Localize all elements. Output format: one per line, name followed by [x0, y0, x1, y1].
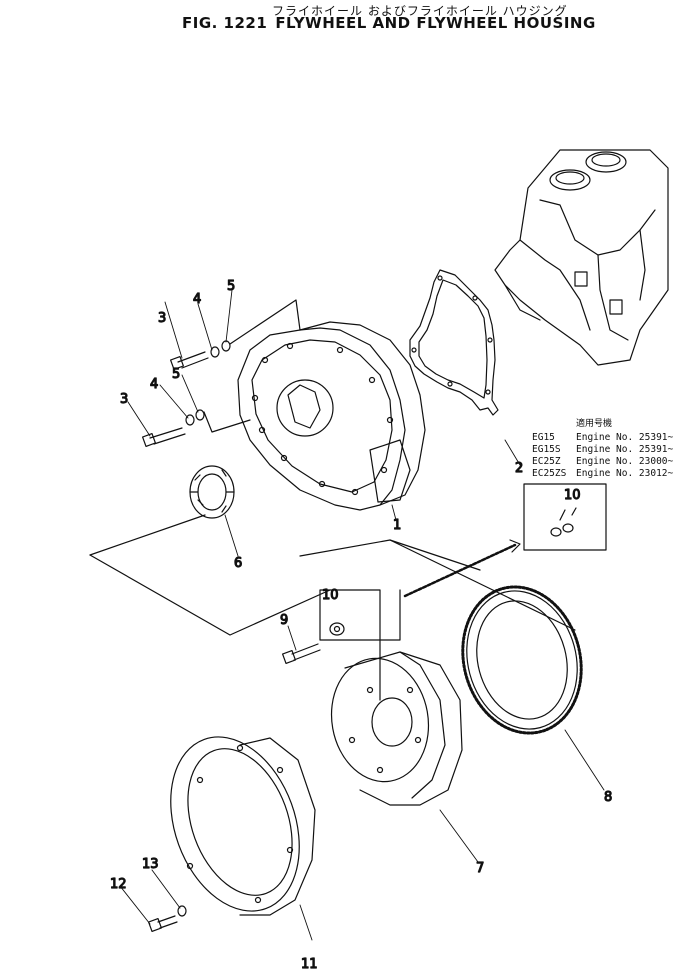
- callout-3-lower: 3: [120, 392, 128, 407]
- callout-10-box: 10: [564, 488, 581, 503]
- detail-box-upper: [523, 483, 607, 551]
- callout-3-upper: 3: [158, 311, 166, 326]
- applicability-table: 適用号機 EG15 Engine No. 25391~ EG15S Engine…: [532, 417, 674, 479]
- applicability-model: EG15: [532, 432, 555, 443]
- applicability-model: EC25Z: [532, 456, 561, 467]
- gasket: [409, 269, 499, 416]
- callout-13: 13: [142, 857, 159, 872]
- housing-bolts: [141, 299, 301, 448]
- detail-box-center: [329, 622, 345, 636]
- assembly-lines: [89, 514, 576, 701]
- figure-number: FIG. 1221: [182, 14, 268, 32]
- callout-11: 11: [301, 957, 318, 972]
- applicability-engine: Engine No. 25391~: [576, 444, 674, 455]
- callout-8: 8: [604, 790, 612, 805]
- flywheel-cover: [170, 736, 316, 916]
- callout-10-center: 10: [322, 588, 339, 603]
- ring-gear: [461, 585, 583, 735]
- callout-2: 2: [515, 461, 523, 476]
- applicability-model: EC25ZS: [532, 468, 567, 479]
- figure-title: FIG. 1221 FLYWHEEL AND FLYWHEEL HOUSING: [182, 14, 604, 32]
- callout-5-upper: 5: [227, 279, 235, 294]
- applicability-engine: Engine No. 25391~: [576, 432, 674, 443]
- callout-12: 12: [110, 877, 127, 892]
- ring-gear-guide: [403, 539, 521, 598]
- engine-block: [494, 149, 669, 366]
- callout-4-lower: 4: [150, 377, 158, 392]
- cover-bolt: [147, 905, 187, 933]
- callout-5-lower: 5: [172, 367, 180, 382]
- callout-6: 6: [234, 556, 242, 571]
- callout-7: 7: [476, 861, 484, 876]
- applicability-engine: Engine No. 23000~: [576, 456, 674, 467]
- figure-title-text: FLYWHEEL AND FLYWHEEL HOUSING: [275, 14, 596, 32]
- flywheel: [330, 651, 463, 806]
- title-japanese: フライホイール およびフライホイール ハウジング: [272, 4, 568, 18]
- callout-4-upper: 4: [193, 292, 201, 307]
- flywheel-bolt: [281, 643, 321, 665]
- flywheel-housing: [237, 321, 426, 511]
- leader-lines: [119, 289, 605, 941]
- applicability-engine: Engine No. 23012~: [576, 468, 674, 479]
- callout-9: 9: [280, 613, 288, 628]
- callout-1: 1: [393, 518, 401, 533]
- oil-seal: [189, 465, 235, 519]
- applicability-model: EG15S: [532, 444, 561, 455]
- applicability-heading: 適用号機: [576, 417, 612, 429]
